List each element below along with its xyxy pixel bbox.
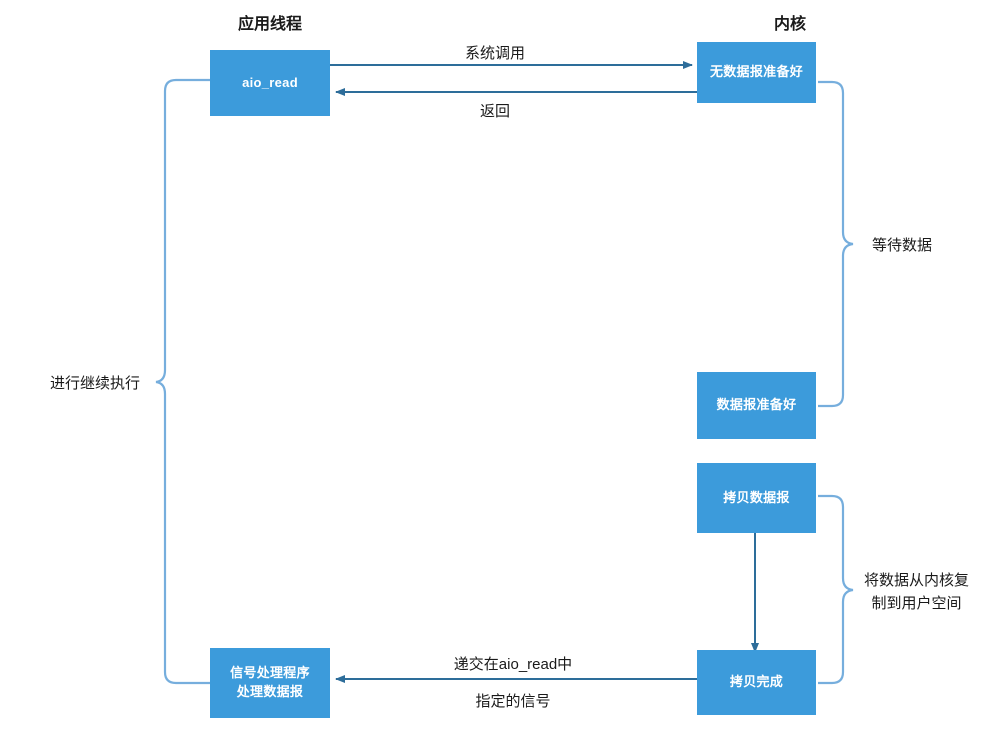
edge-label-return: 返回 xyxy=(479,103,511,120)
column-title-kernel: 内核 xyxy=(773,16,807,33)
node-signal-handler[interactable]: 信号处理程序 处理数据报 xyxy=(210,648,330,718)
node-copy-data-label: 拷贝数据报 xyxy=(723,489,790,505)
node-data-ready[interactable]: 数据报准备好 xyxy=(697,372,816,439)
node-copy-done-label: 拷贝完成 xyxy=(729,674,784,690)
node-copy-done[interactable]: 拷贝完成 xyxy=(697,650,816,715)
brace-label-wait-data: 等待数据 xyxy=(872,237,933,254)
node-no-data-ready-label: 无数据报准备好 xyxy=(709,64,804,80)
node-signal-handler-label-line2: 处理数据报 xyxy=(236,684,304,699)
node-aio-read[interactable]: aio_read xyxy=(210,50,330,116)
node-data-ready-label: 数据报准备好 xyxy=(716,397,797,413)
edge-label-deliver-signal-line1: 递交在aio_read中 xyxy=(453,656,573,673)
brace-label-copy-kernel-to-user: 将数据从内核复 制到用户空间 xyxy=(864,570,969,615)
node-aio-read-label: aio_read xyxy=(242,74,298,90)
node-no-data-ready[interactable]: 无数据报准备好 xyxy=(697,42,816,103)
node-signal-handler-label-line1: 信号处理程序 xyxy=(230,665,310,681)
brace-wait-data xyxy=(818,80,854,408)
edge-label-syscall: 系统调用 xyxy=(464,45,526,62)
brace-label-continue-exec: 进行继续执行 xyxy=(49,375,140,392)
column-title-app-thread: 应用线程 xyxy=(237,16,303,33)
brace-continue-exec xyxy=(155,78,210,685)
brace-label-copy-kernel-to-user-line2: 制到用户空间 xyxy=(871,594,962,612)
brace-copy-kernel-to-user xyxy=(818,494,854,685)
brace-label-copy-kernel-to-user-line1: 将数据从内核复 xyxy=(864,572,970,589)
edge-label-deliver-signal-line2: 指定的信号 xyxy=(475,693,551,710)
node-copy-data[interactable]: 拷贝数据报 xyxy=(697,463,816,533)
